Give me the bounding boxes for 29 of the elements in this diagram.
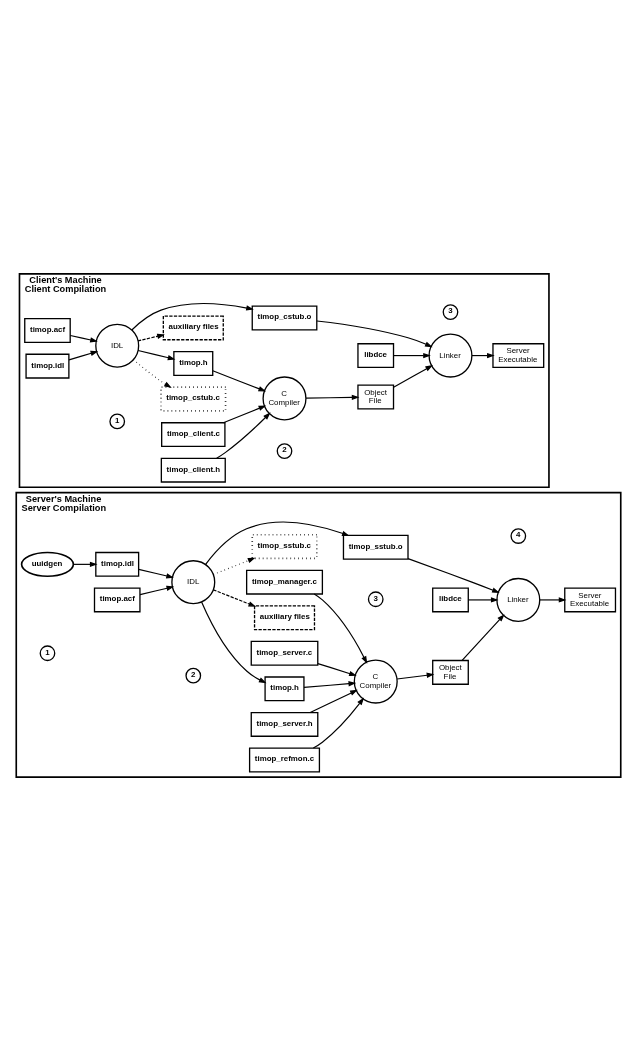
arrow xyxy=(68,350,99,360)
arrow xyxy=(393,352,431,358)
arrow xyxy=(205,521,350,565)
arrow xyxy=(305,394,360,400)
arrow xyxy=(313,592,368,664)
arrow xyxy=(201,600,267,683)
arrow xyxy=(212,557,256,575)
arrow xyxy=(407,557,500,593)
arrow xyxy=(222,405,267,423)
arrow xyxy=(212,588,257,607)
arrow xyxy=(216,411,271,459)
arrow xyxy=(316,319,433,347)
arrow xyxy=(69,334,98,342)
arrow xyxy=(396,672,435,680)
arrow xyxy=(539,596,567,603)
arrow xyxy=(467,596,499,603)
arrow xyxy=(212,369,267,391)
arrow xyxy=(137,333,165,341)
arrow xyxy=(139,585,175,595)
arrow xyxy=(393,364,433,388)
arrow xyxy=(138,568,174,579)
arrow xyxy=(137,349,176,360)
arrow xyxy=(131,302,254,331)
arrow xyxy=(132,358,172,388)
arrow xyxy=(303,680,357,688)
arrow xyxy=(317,662,357,676)
arrow xyxy=(461,613,505,661)
arrow xyxy=(309,689,358,713)
arrow xyxy=(312,697,365,749)
